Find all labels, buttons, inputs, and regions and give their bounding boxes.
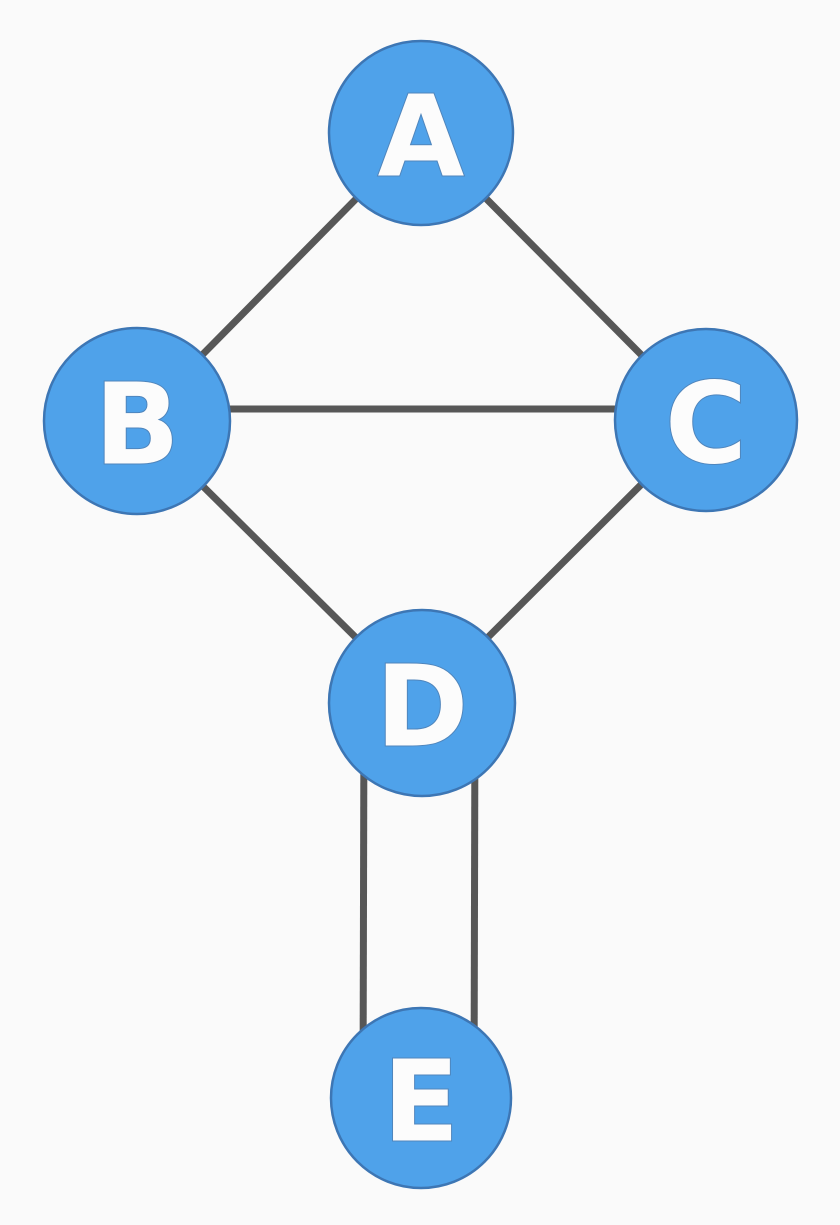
node-B: B: [42, 326, 232, 516]
node-D: D: [327, 608, 517, 798]
node-label-E: E: [383, 1037, 460, 1167]
node-circle-C: [613, 327, 799, 513]
node-circle-B: [42, 326, 232, 516]
node-circle-D: [327, 608, 517, 798]
node-label-A: A: [378, 72, 465, 202]
node-E: E: [329, 1006, 513, 1190]
node-circle-A: [327, 39, 515, 227]
node-circle-E: [329, 1006, 513, 1190]
node-label-B: B: [94, 360, 179, 490]
node-label-D: D: [376, 642, 469, 772]
node-label-C: C: [665, 359, 747, 489]
node-C: C: [613, 327, 799, 513]
node-A: A: [327, 39, 515, 227]
